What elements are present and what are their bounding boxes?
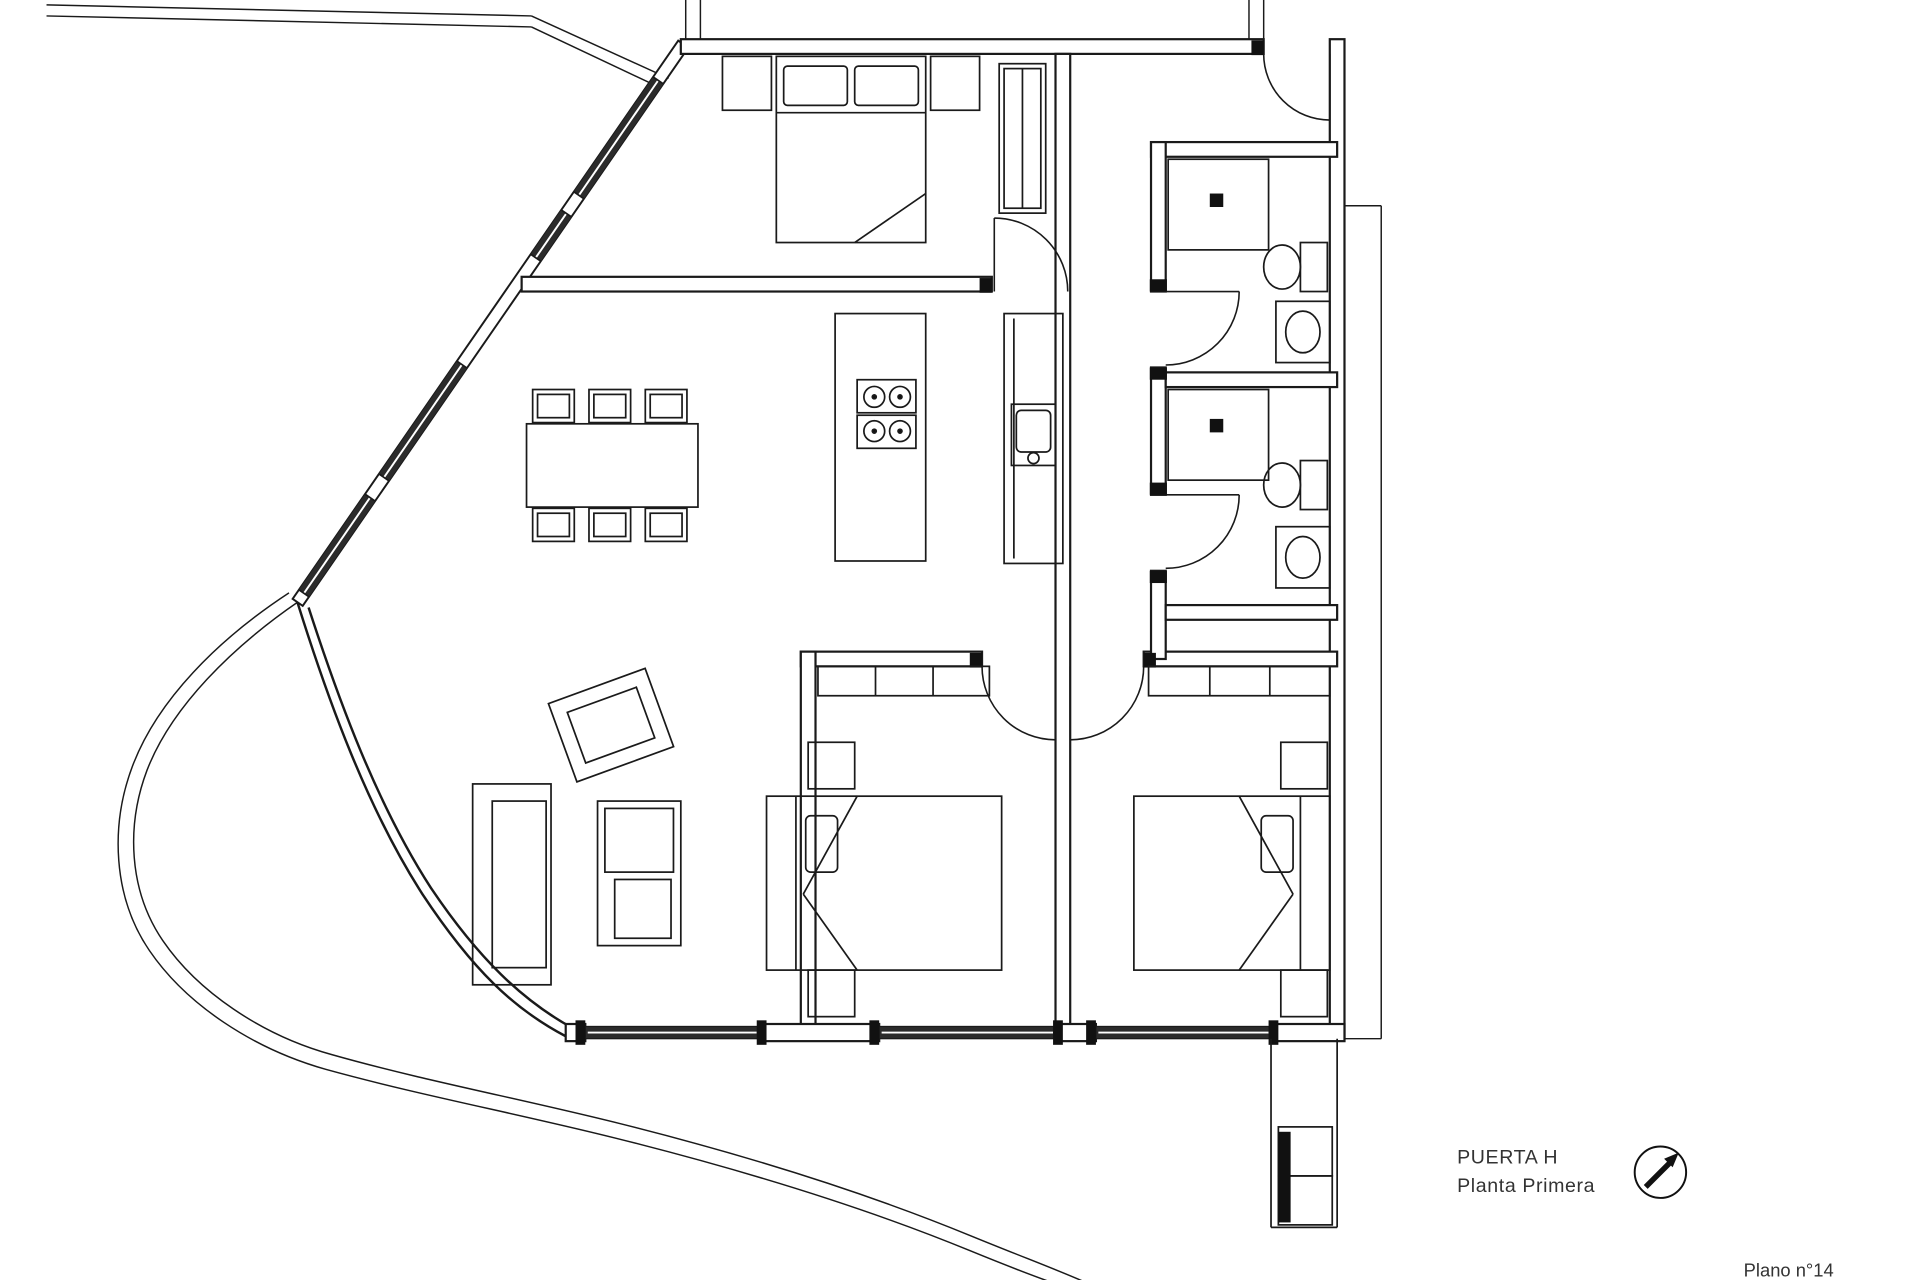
site-boundary (46, 0, 1265, 89)
wall-bath2-bottom (1164, 603, 1339, 621)
tv-unit (596, 800, 682, 947)
kitchen-sink (1010, 403, 1057, 467)
shower-drain-icon (1209, 193, 1224, 208)
wall-bath-top (1149, 140, 1339, 158)
bedroom-2 (765, 665, 1003, 1018)
sink (1275, 525, 1331, 589)
wardrobe (817, 665, 991, 697)
door-bathroom-1 (1165, 290, 1240, 366)
title-block: PUERTA H Planta Primera Plano n°14 (1457, 1145, 1834, 1280)
bathroom-1 (1167, 158, 1331, 364)
floor-label: Planta Primera (1457, 1175, 1595, 1197)
dining-chair (531, 388, 688, 543)
sink (1275, 300, 1331, 364)
wardrobe (1147, 665, 1331, 697)
shower-tray (1167, 158, 1270, 251)
elevator-shaft (1270, 1038, 1338, 1229)
nightstand (929, 55, 981, 112)
dining-area (525, 388, 699, 543)
cooktop (856, 378, 917, 450)
door-jambs (969, 40, 1264, 668)
south-windows (575, 1020, 1279, 1045)
dining-table (525, 422, 699, 508)
master-bedroom (721, 55, 1047, 244)
toilet (1262, 241, 1329, 293)
living-room (471, 667, 682, 986)
wall-right (1328, 38, 1346, 1040)
wall-kitchen-bedroom (520, 275, 993, 293)
balcony-edge (1344, 205, 1382, 1040)
bed (1133, 795, 1331, 971)
sheet-label: Plano n°14 (1744, 1259, 1834, 1280)
armchair (547, 667, 675, 783)
shower-drain-icon (1209, 418, 1224, 433)
sofa (471, 783, 552, 986)
kitchen-island (834, 312, 927, 562)
wall-hall-left (799, 650, 984, 668)
bedroom-3 (1133, 665, 1331, 1018)
door-bedroom-2 (981, 666, 1057, 741)
door-bedroom-3 (1069, 666, 1145, 741)
master-bed (775, 55, 927, 244)
doors (969, 40, 1331, 741)
door-master-bedroom (993, 217, 1069, 292)
wall-bath-left-b (1149, 366, 1167, 496)
door-label: PUERTA H (1457, 1147, 1558, 1169)
wall-bath-left-a (1149, 140, 1167, 293)
nightstand (1279, 741, 1329, 790)
nightstand (1279, 969, 1329, 1018)
bathroom-2 (1167, 388, 1331, 589)
compass-icon (1633, 1145, 1688, 1199)
curved-wall (296, 602, 573, 1038)
wall-hall-right (1142, 650, 1339, 668)
wall-bath-divider (1164, 371, 1339, 389)
wall-bath-left-c (1149, 569, 1167, 661)
door-bathroom-2 (1165, 494, 1240, 570)
glazed-facade (291, 39, 690, 608)
kitchen-counter (1003, 312, 1064, 565)
nightstand (807, 741, 856, 790)
nightstand (721, 55, 773, 112)
shower-tray (1167, 388, 1270, 482)
wall-top (679, 38, 1265, 55)
wardrobe (998, 62, 1047, 214)
bed (765, 795, 1003, 971)
toilet (1262, 459, 1329, 511)
kitchen (834, 312, 1064, 565)
terrace-parapet (117, 592, 1083, 1280)
door-entry (1262, 53, 1331, 121)
